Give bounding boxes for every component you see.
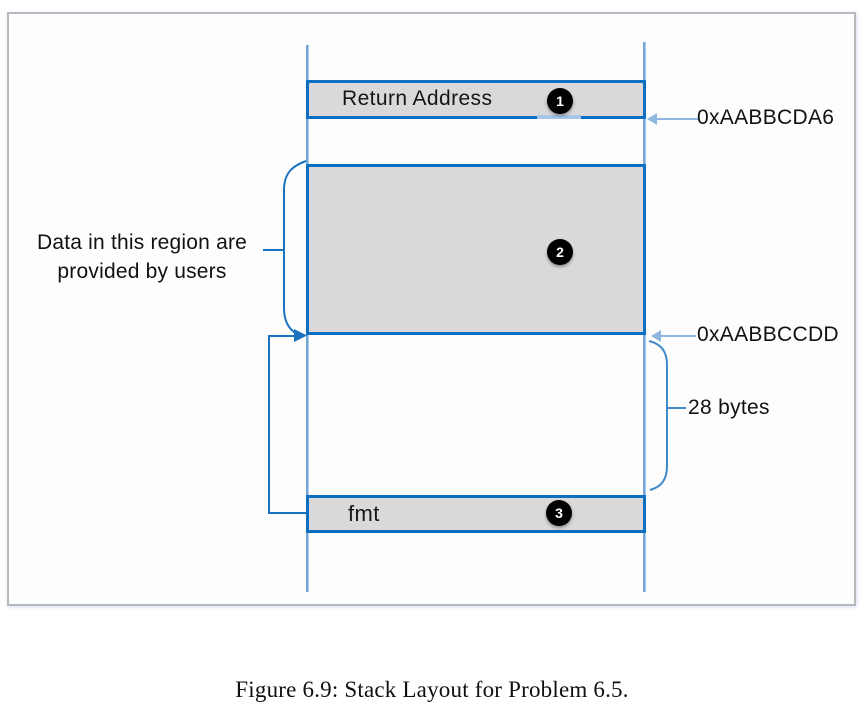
address-label-region-bottom: 0xAABBCCDD — [697, 323, 839, 346]
fmt-label: fmt — [348, 501, 380, 526]
user-data-region-box — [306, 164, 646, 335]
badge-1: 1 — [547, 88, 573, 114]
badge-3: 3 — [546, 500, 572, 526]
region-note: Data in this region are provided by user… — [14, 228, 270, 286]
connector-endpoint-highlight — [537, 115, 581, 119]
region-note-line1: Data in this region are — [36, 231, 248, 254]
badge-2: 2 — [547, 239, 573, 265]
address-label-return: 0xAABBCDA6 — [697, 106, 835, 129]
fmt-box — [306, 495, 646, 533]
region-note-line2: provided by users — [57, 260, 227, 283]
figure-caption: Figure 6.9: Stack Layout for Problem 6.5… — [235, 677, 629, 702]
return-address-box — [306, 80, 646, 119]
size-label: 28 bytes — [688, 396, 770, 419]
return-address-label: Return Address — [342, 87, 493, 110]
